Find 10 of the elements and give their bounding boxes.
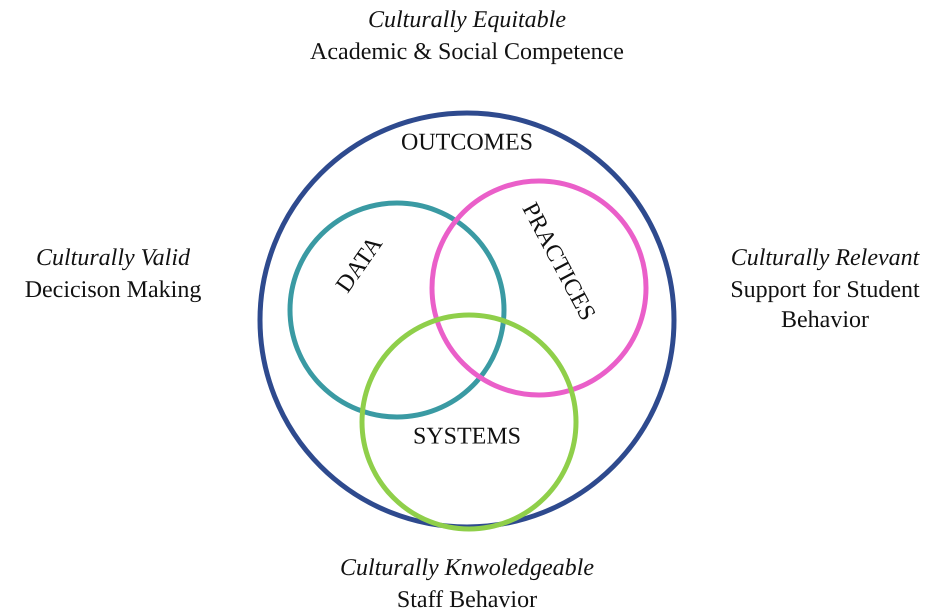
circle-label: OUTCOMES (401, 130, 533, 156)
description-text: Decicison Making (24, 276, 202, 305)
description-text: Support for Student Behavior (730, 276, 920, 335)
circle-label: SYSTEMS (412, 424, 522, 450)
heading-text: Culturally Knwoledgeable (340, 554, 594, 583)
description-text: Academic & Social Competence (310, 38, 624, 67)
heading-text: Culturally Valid (36, 244, 190, 273)
description-text: Staff Behavior (396, 586, 538, 612)
heading-text: Culturally Equitable (368, 6, 566, 35)
heading-text: Culturally Relevant (730, 244, 920, 273)
